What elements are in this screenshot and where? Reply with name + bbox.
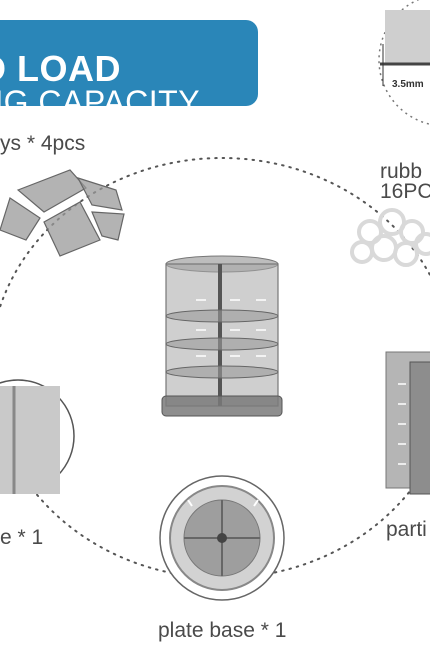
banner-title: D LOAD [0, 48, 121, 89]
top-plate-label: e * 1 [0, 526, 44, 549]
trays-label: ys * 4pcs [0, 132, 86, 155]
quarter-trays [0, 169, 125, 257]
partition-panels [385, 351, 430, 495]
thickness-label: 3.5mm [392, 79, 424, 90]
rubber-rings-label-line1: rubb [380, 160, 423, 183]
thickness-detail-circle [378, 0, 430, 126]
capacity-banner: D LOAD NG CAPACITY [0, 20, 258, 120]
assembled-organizer [161, 255, 283, 417]
rubber-rings [350, 208, 430, 267]
top-plate-detail [0, 379, 75, 494]
rubber-rings-label-line2: 16PC [380, 180, 430, 203]
plate-base-detail [159, 475, 285, 601]
plate-base-label: plate base * 1 [158, 619, 287, 642]
partition-label: parti [386, 518, 427, 541]
banner-subtitle: NG CAPACITY [0, 84, 201, 120]
